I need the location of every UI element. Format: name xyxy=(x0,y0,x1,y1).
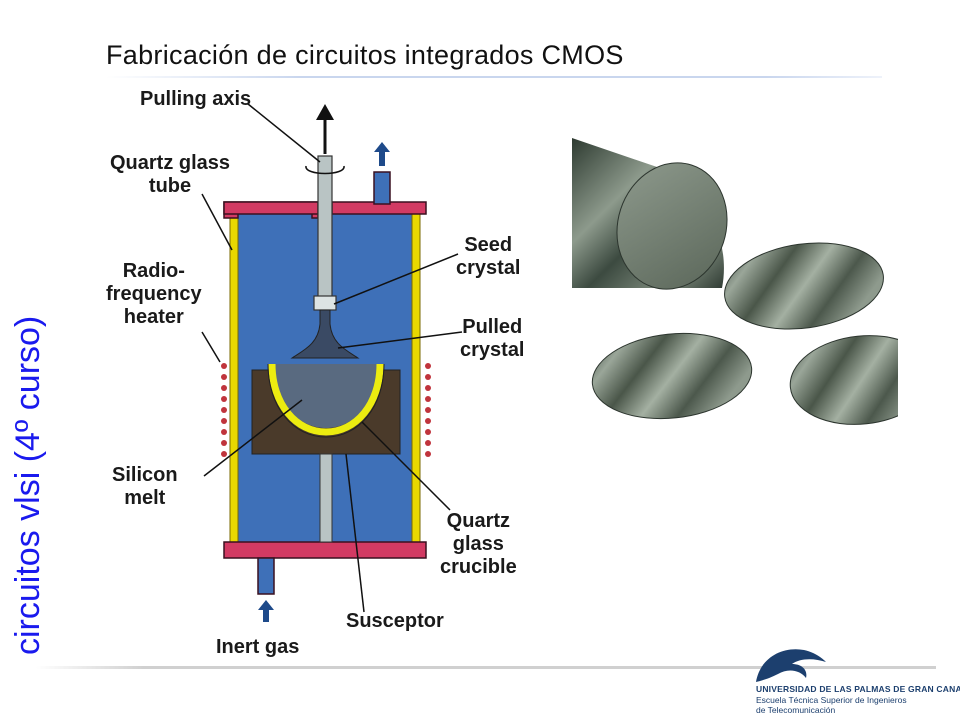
inert-gas-arrow-icon xyxy=(258,600,274,622)
rf-heater-coil-left xyxy=(221,363,227,457)
wafer-3 xyxy=(789,335,898,425)
pull-up-arrow-icon xyxy=(316,104,334,154)
ulpgc-logo-icon xyxy=(752,644,832,684)
school-name-line1: Escuela Técnica Superior de Ingenieros xyxy=(756,695,907,705)
czochralski-diagram-drawing xyxy=(201,103,463,622)
ingot-wafers-image xyxy=(572,128,898,428)
ingot-end-face xyxy=(616,162,728,290)
ingot-wafers-drawing xyxy=(572,138,898,425)
label-quartz-glass-tube: Quartz glass tube xyxy=(110,152,231,197)
pulled-crystal xyxy=(290,309,360,359)
rotation-arrow-icon xyxy=(305,165,345,175)
silicon-melt xyxy=(274,364,378,428)
label-inert-gas: Inert gas xyxy=(216,636,300,658)
wafer-2 xyxy=(591,332,753,420)
rf-heater-coil-right xyxy=(425,363,431,457)
label-pulled-crystal: Pulled crystal xyxy=(460,316,525,361)
pulling-shaft xyxy=(317,155,333,299)
bottom-end-cap xyxy=(223,541,427,559)
seed-holder xyxy=(313,295,337,311)
exhaust-arrow-icon xyxy=(374,142,390,166)
course-side-label: circuitos vlsi (4º curso) xyxy=(9,315,47,655)
quartz-tube-left-wall xyxy=(229,203,239,543)
school-name-line2: de Telecomunicación xyxy=(756,705,836,715)
label-quartz-crucible: Quartz glass crucible xyxy=(440,510,517,578)
lower-shaft xyxy=(319,453,333,543)
label-seed-crystal: Seed crystal xyxy=(456,234,521,279)
school-name: Escuela Técnica Superior de Ingenieros d… xyxy=(756,695,907,715)
exhaust-pipe xyxy=(373,171,391,205)
quartz-tube-right-wall xyxy=(411,203,421,543)
footer-rule xyxy=(36,666,936,669)
quartz-crucible xyxy=(268,363,384,436)
label-susceptor: Susceptor xyxy=(346,610,444,632)
university-name: UNIVERSIDAD DE LAS PALMAS DE GRAN CANARI… xyxy=(756,684,960,694)
czochralski-diagram: Pulling axis Quartz glass tube Radio- fr… xyxy=(106,82,541,664)
label-silicon-melt: Silicon melt xyxy=(112,464,178,509)
page-title: Fabricación de circuitos integrados CMOS xyxy=(106,40,624,70)
title-underline xyxy=(106,76,882,78)
gas-inlet-pipe xyxy=(257,557,275,595)
label-pulling-axis: Pulling axis xyxy=(140,88,252,110)
wafer-1 xyxy=(724,242,884,330)
label-rf-heater: Radio- frequency heater xyxy=(106,260,202,328)
leader-lines xyxy=(201,103,463,613)
top-end-cap-left-bar xyxy=(223,201,319,215)
